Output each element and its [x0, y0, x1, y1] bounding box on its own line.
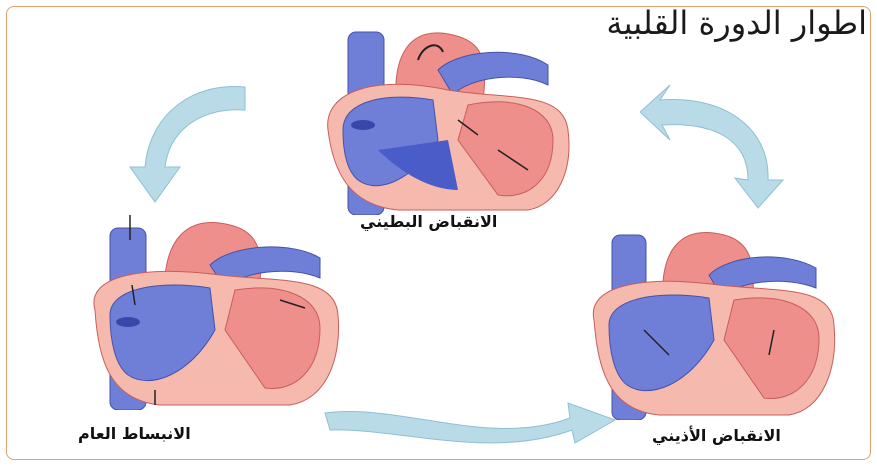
heart-ventricular-systole: [318, 20, 578, 215]
heart-general-diastole: [80, 210, 350, 410]
diagram-title: اطوار الدورة القلبية: [606, 4, 867, 42]
cycle-arrow-top-left: [125, 72, 265, 212]
label-ventricular-systole: الانقباض البطيني: [360, 212, 497, 231]
cycle-arrow-bottom: [320, 398, 620, 458]
label-general-diastole: الانبساط العام: [78, 424, 191, 443]
cycle-arrow-top-right: [640, 70, 790, 210]
heart-atrial-systole: [584, 220, 844, 420]
label-atrial-systole: الانقباض الأذيني: [652, 426, 781, 445]
